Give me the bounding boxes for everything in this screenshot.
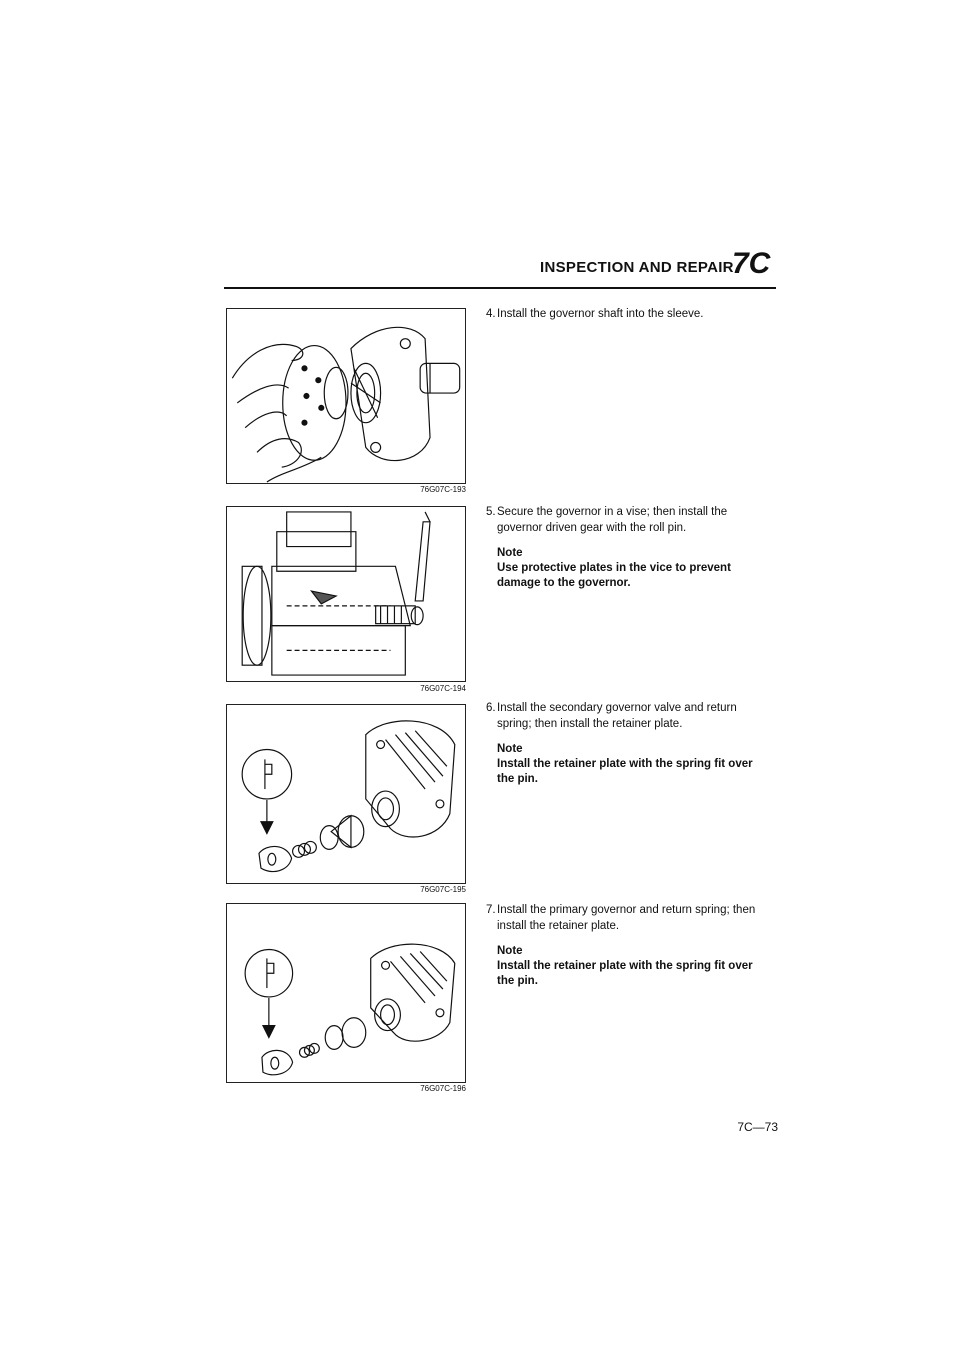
step-note: Note Install the retainer plate with the… (486, 742, 772, 787)
note-label: Note (497, 743, 523, 755)
figure-code: 76G07C-194 (420, 684, 466, 693)
step-number: 7. (486, 904, 496, 916)
step-number: 5. (486, 506, 496, 518)
step-text: Secure the governor in a vise; then inst… (497, 506, 728, 534)
figure-code: 76G07C-195 (420, 885, 466, 894)
step-5: 5. Secure the governor in a vise; then i… (486, 504, 772, 591)
step-6: 6. Install the secondary governor valve … (486, 700, 772, 787)
step-number: 6. (486, 702, 496, 714)
step-note: Note Use protective plates in the vice t… (486, 546, 772, 591)
secondary-governor-valve-illustration (241, 720, 456, 873)
step-text: Install the governor shaft into the slee… (497, 308, 704, 320)
governor-shaft-sleeve-illustration (231, 326, 461, 483)
note-text: Install the retainer plate with the spri… (497, 758, 753, 785)
section-code: 7C (732, 247, 771, 280)
governor-vise-roll-pin-illustration (241, 511, 431, 676)
figure-secondary-governor (226, 704, 466, 884)
note-label: Note (497, 547, 523, 559)
note-text: Install the retainer plate with the spri… (497, 960, 753, 987)
step-number: 4. (486, 308, 496, 320)
figure-primary-governor (226, 903, 466, 1083)
page-header: INSPECTION AND REPAIR 7C (540, 247, 775, 283)
note-label: Note (497, 945, 523, 957)
page-number: 7C—73 (737, 1120, 778, 1134)
figure-governor-shaft (226, 308, 466, 484)
figure-code: 76G07C-193 (420, 485, 466, 494)
section-title: INSPECTION AND REPAIR (540, 259, 734, 276)
step-note: Note Install the retainer plate with the… (486, 944, 772, 989)
primary-governor-valve-illustration (244, 943, 456, 1076)
figure-code: 76G07C-196 (420, 1084, 466, 1093)
step-7: 7. Install the primary governor and retu… (486, 902, 772, 989)
step-text: Install the primary governor and return … (497, 904, 756, 932)
step-text: Install the secondary governor valve and… (497, 702, 737, 730)
figure-governor-vise (226, 506, 466, 682)
header-rule (224, 287, 776, 289)
note-text: Use protective plates in the vice to pre… (497, 562, 731, 589)
step-4: 4. Install the governor shaft into the s… (486, 306, 772, 322)
